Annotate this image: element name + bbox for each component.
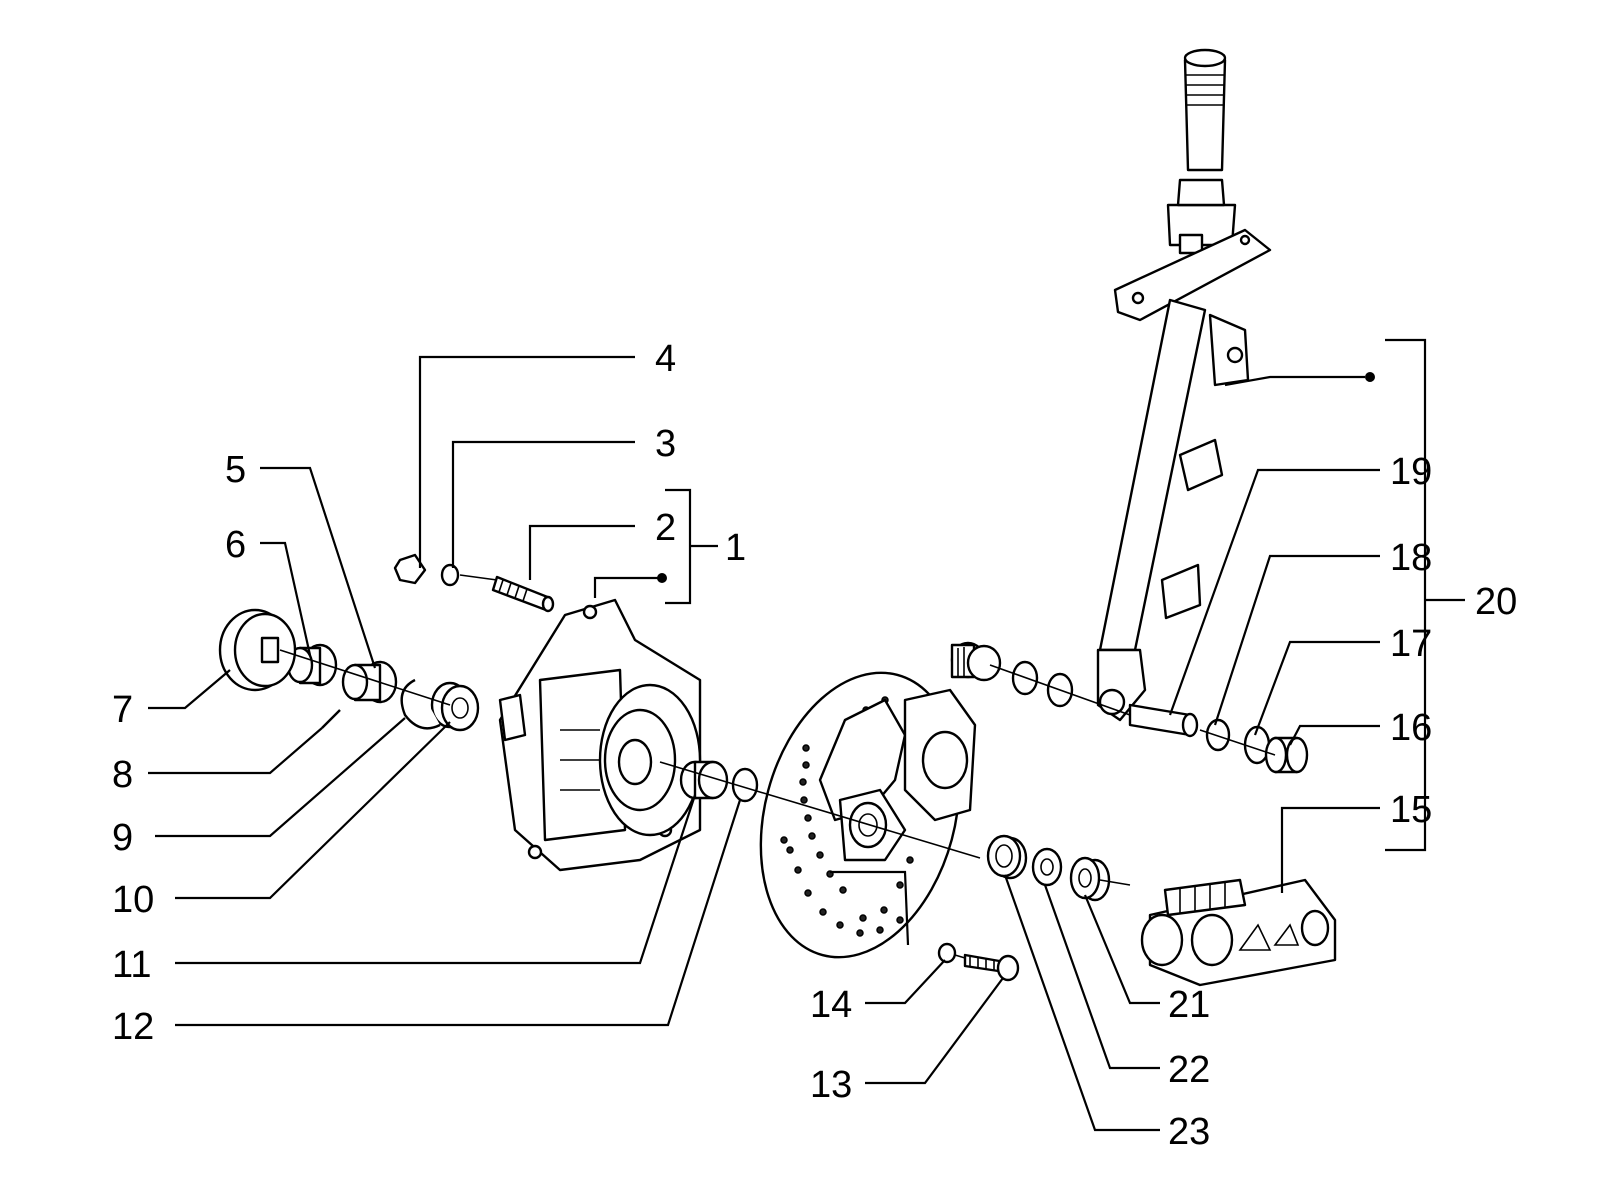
leader-1-hub — [593, 576, 660, 598]
label-9: 9 — [112, 817, 133, 859]
cap-part-7 — [218, 608, 297, 692]
label-1: 1 — [725, 527, 746, 569]
bearing-part-16 — [1264, 736, 1309, 774]
pin-part-19 — [1128, 703, 1199, 738]
label-4: 4 — [655, 338, 676, 380]
leader-4 — [418, 355, 635, 568]
washer-part-14 — [937, 942, 957, 964]
label-14: 14 — [810, 984, 852, 1026]
label-12: 12 — [112, 1006, 154, 1048]
leader-11 — [175, 794, 697, 965]
axis-line-bolt — [954, 954, 966, 959]
brake-disc — [759, 671, 977, 959]
washer-part-22 — [1031, 847, 1063, 887]
bearing-part-10 — [430, 681, 480, 732]
leader-23 — [1003, 874, 1160, 1132]
leader-12 — [175, 799, 742, 1027]
stud-part-2 — [491, 575, 555, 613]
spacer-part-21 — [1069, 856, 1111, 902]
leader-7 — [148, 669, 231, 710]
swing-arm-part-15 — [1140, 878, 1337, 987]
leader-9 — [155, 717, 406, 838]
label-19: 19 — [1390, 451, 1432, 493]
ring-part-18 — [1205, 718, 1231, 752]
label-21: 21 — [1168, 984, 1210, 1026]
leader-14 — [865, 959, 946, 1005]
label-3: 3 — [655, 423, 676, 465]
label-20: 20 — [1475, 581, 1517, 623]
bearing-part-left-top — [950, 641, 1002, 682]
label-22: 22 — [1168, 1049, 1210, 1091]
leader-10 — [175, 721, 451, 900]
leader-5 — [260, 466, 377, 669]
leader-20-column — [1224, 375, 1365, 387]
label-18: 18 — [1390, 537, 1432, 579]
nut-part-5 — [341, 660, 398, 704]
leader-18 — [1213, 554, 1380, 726]
steering-column — [1096, 48, 1272, 722]
leader-1-dot — [657, 573, 667, 583]
label-11: 11 — [112, 944, 151, 986]
label-23: 23 — [1168, 1111, 1210, 1153]
axis-line-stud — [459, 574, 498, 581]
label-7: 7 — [112, 689, 133, 731]
label-17: 17 — [1390, 623, 1432, 665]
leader-19 — [1168, 468, 1380, 716]
label-8: 8 — [112, 754, 133, 796]
wheel-hub — [498, 598, 702, 872]
leader-8 — [148, 727, 323, 775]
bearing-part-23 — [986, 834, 1028, 880]
leader-20-dot — [1365, 372, 1375, 382]
label-2: 2 — [655, 507, 676, 549]
label-15: 15 — [1390, 789, 1432, 831]
leader-2 — [528, 524, 635, 580]
label-10: 10 — [112, 879, 154, 921]
leader-6 — [260, 541, 312, 656]
label-16: 16 — [1390, 707, 1432, 749]
leader-16 — [1289, 724, 1380, 746]
bolt-part-13 — [963, 953, 1020, 982]
label-5: 5 — [225, 449, 246, 491]
nut-part-4 — [393, 553, 427, 585]
ring-part-12 — [731, 767, 759, 803]
label-6: 6 — [225, 524, 246, 566]
axis-line-wheel — [279, 649, 1131, 886]
label-13: 13 — [810, 1064, 852, 1106]
leader-3 — [451, 440, 635, 568]
leader-15 — [1280, 806, 1380, 893]
leader-17 — [1253, 640, 1380, 736]
leader-1-bracket — [665, 488, 718, 605]
leader-14-disc — [830, 870, 910, 946]
leader-20-bracket — [1385, 338, 1465, 852]
leader-13 — [865, 977, 1004, 1085]
leader-22 — [1043, 884, 1160, 1070]
axis-line-pin — [989, 664, 1276, 756]
cotter-pin-part-8 — [321, 709, 341, 729]
leader-21 — [1083, 894, 1160, 1005]
washer-part-3 — [440, 563, 460, 587]
